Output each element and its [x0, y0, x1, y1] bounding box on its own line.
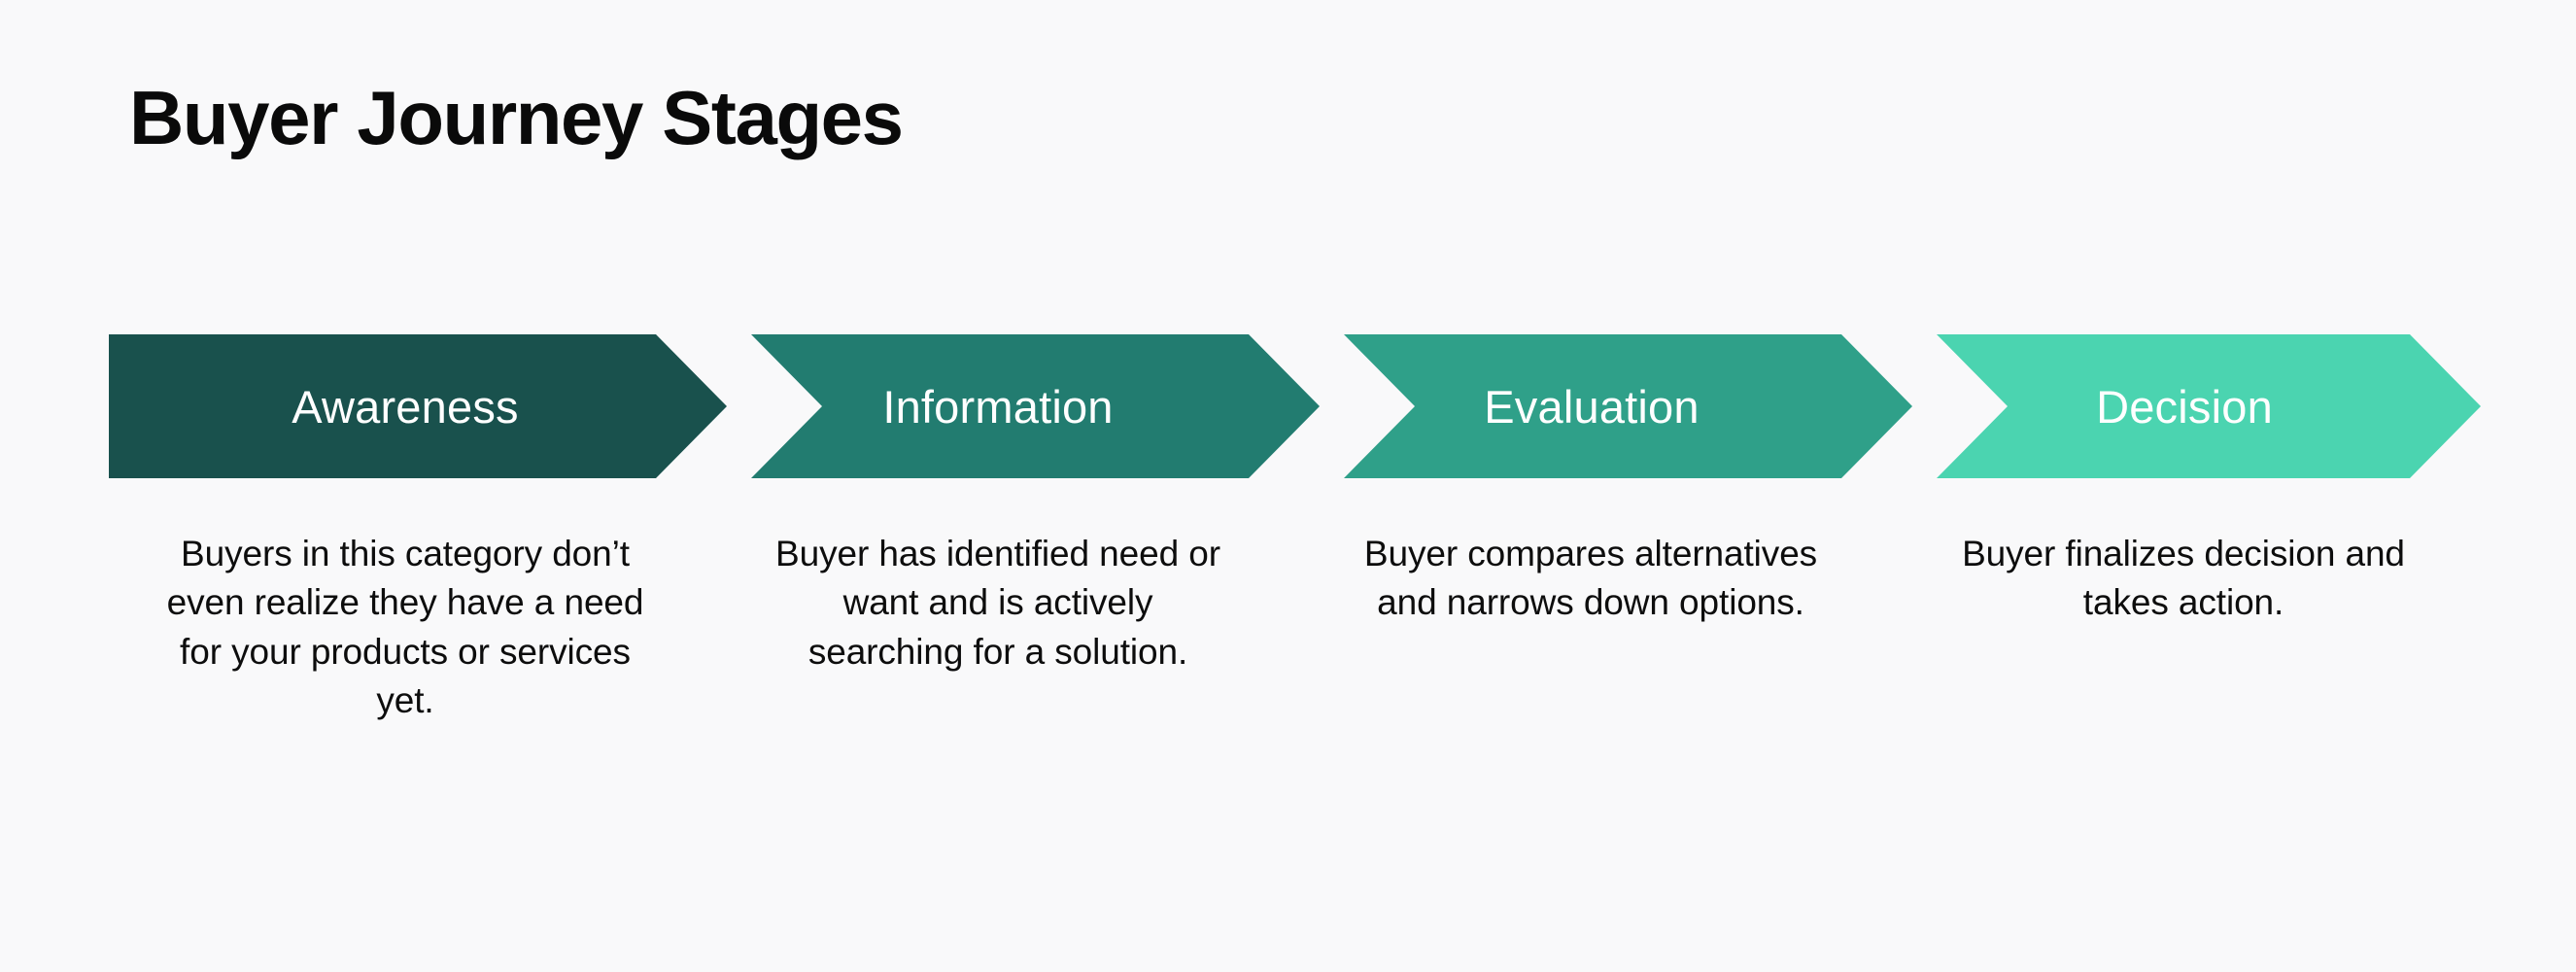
stage-description-cell-2: Buyer has identified need or want and is… [702, 530, 1294, 725]
stage-description-4: Buyer finalizes decision and takes actio… [1962, 534, 2405, 623]
stage-description-cell-4: Buyer finalizes decision and takes actio… [1887, 530, 2480, 725]
chevron-stage-2[interactable] [751, 334, 1320, 478]
chevron-stage-1[interactable] [109, 334, 727, 478]
funnel-chevrons [109, 334, 2481, 478]
page-title: Buyer Journey Stages [129, 75, 904, 160]
stage-description-cell-3: Buyer compares alternatives and narrows … [1294, 530, 1887, 725]
stage-descriptions: Buyers in this category don’t even reali… [109, 530, 2481, 725]
buyer-journey-funnel: Awareness Information Evaluation Decisio… [109, 334, 2481, 478]
stage-description-2: Buyer has identified need or want and is… [775, 534, 1220, 672]
chevron-stage-4[interactable] [1937, 334, 2481, 478]
stage-description-1: Buyers in this category don’t even reali… [166, 534, 644, 720]
stage-description-3: Buyer compares alternatives and narrows … [1363, 534, 1818, 623]
chevron-stage-3[interactable] [1344, 334, 1912, 478]
stage-description-cell-1: Buyers in this category don’t even reali… [109, 530, 702, 725]
